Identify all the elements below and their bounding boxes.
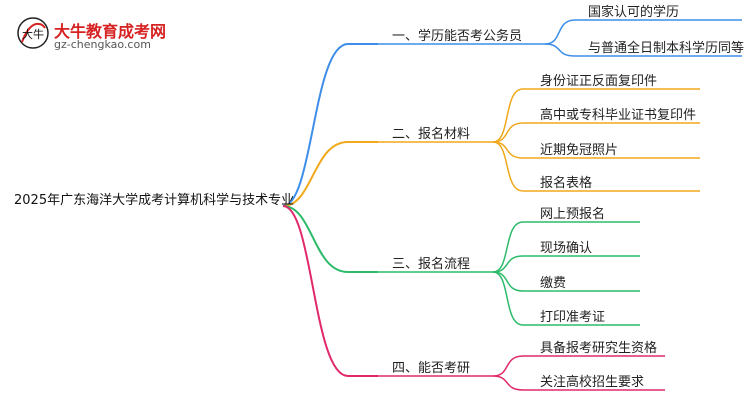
logo-url: gz-chengkao.com — [54, 38, 151, 51]
leaf-connector-4-2 — [492, 375, 665, 391]
leaf-connector-3-4 — [492, 271, 640, 326]
branch-connector-4 — [282, 205, 378, 377]
branch-connector-3 — [282, 205, 378, 273]
leaf-node-2-3[interactable]: 近期免冠照片 — [540, 143, 619, 158]
leaf-node-3-1[interactable]: 网上预报名 — [540, 207, 606, 222]
leaf-connector-4-1 — [492, 355, 665, 377]
leaf-node-3-2[interactable]: 现场确认 — [540, 241, 593, 256]
leaf-node-1-1[interactable]: 国家认可的学历 — [588, 5, 680, 20]
logo-title: 大牛教育成考网 — [54, 22, 167, 41]
branch-connector-1 — [282, 43, 378, 207]
leaf-node-2-2[interactable]: 高中或专科毕业证书复印件 — [540, 108, 697, 123]
site-logo[interactable]: 大牛 大牛教育成考网 gz-chengkao.com — [14, 14, 174, 54]
branch-connector-2 — [282, 141, 378, 207]
branch-node-1[interactable]: 一、学历能否考公务员 — [392, 29, 523, 44]
leaf-connector-2-1 — [492, 88, 700, 143]
root-node[interactable]: 2025年广东海洋大学成考计算机科学与技术专业 — [14, 193, 295, 208]
logo-mark-text: 大牛 — [22, 27, 44, 41]
leaf-node-1-2[interactable]: 与普通全日制本科学历同等 — [588, 41, 745, 56]
branch-node-4[interactable]: 四、能否考研 — [392, 361, 471, 376]
leaf-node-3-4[interactable]: 打印准考证 — [540, 310, 606, 325]
leaf-node-4-1[interactable]: 具备报考研究生资格 — [540, 341, 658, 356]
branch-node-2[interactable]: 二、报名材料 — [392, 127, 471, 142]
leaf-connector-1-2 — [544, 43, 742, 57]
leaf-connector-2-2 — [492, 122, 700, 143]
leaf-node-3-3[interactable]: 缴费 — [540, 276, 567, 291]
leaf-node-4-2[interactable]: 关注高校招生要求 — [540, 375, 645, 390]
branch-node-3[interactable]: 三、报名流程 — [392, 257, 471, 272]
leaf-connector-3-2 — [492, 255, 640, 273]
logo-mark-icon: 大牛 — [17, 17, 49, 49]
leaf-connector-3-1 — [492, 221, 640, 273]
leaf-node-2-4[interactable]: 报名表格 — [540, 176, 593, 191]
leaf-connector-3-3 — [492, 271, 640, 292]
leaf-connector-1-1 — [544, 19, 742, 45]
leaf-connector-2-4 — [492, 141, 700, 192]
leaf-node-2-1[interactable]: 身份证正反面复印件 — [540, 74, 658, 89]
